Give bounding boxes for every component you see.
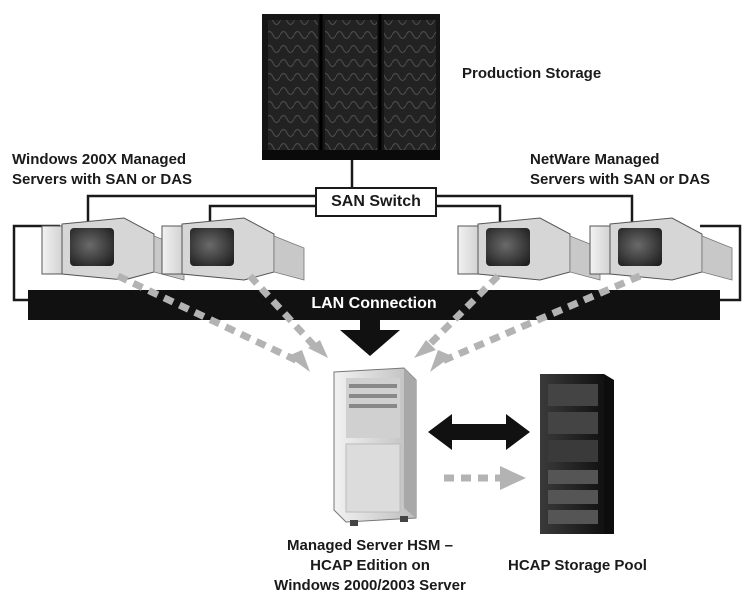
production-storage-icon — [262, 14, 440, 160]
san-cables — [86, 160, 634, 225]
workstation-icon — [589, 217, 733, 281]
netware-servers-line1: NetWare Managed — [530, 151, 660, 168]
workstation-icon — [457, 217, 601, 281]
hsm-line1: Managed Server HSM – — [287, 537, 453, 554]
lan-loop-cables — [12, 224, 742, 302]
san-switch-label: SAN Switch — [331, 193, 421, 210]
windows-servers-label: Windows 200X Managed Servers with SAN or… — [12, 150, 192, 190]
double-arrow-icon — [428, 414, 530, 450]
san-switch — [315, 187, 437, 217]
storage-pool-label: HCAP Storage Pool — [508, 557, 647, 574]
hsm-line3: Windows 2000/2003 Server — [274, 577, 466, 594]
netware-servers-line2: Servers with SAN or DAS — [530, 171, 711, 188]
production-storage-label: Production Storage — [462, 65, 602, 82]
windows-servers-line2: Servers with SAN or DAS — [12, 171, 193, 188]
dashed-arrows — [116, 272, 642, 482]
workstation-icon — [161, 217, 305, 281]
netware-servers-label: NetWare Managed Servers with SAN or DAS — [530, 150, 710, 190]
windows-servers-line1: Windows 200X Managed — [12, 151, 187, 168]
hsm-server-label: Managed Server HSM – HCAP Edition on Win… — [250, 536, 490, 596]
lan-connection-label: LAN Connection — [311, 295, 437, 312]
hsm-server-icon — [333, 367, 417, 526]
hsm-line2: HCAP Edition on — [310, 557, 430, 574]
storage-pool-icon — [540, 374, 614, 534]
dashed-arrowheads — [288, 340, 526, 490]
down-arrow-icon — [340, 318, 400, 356]
